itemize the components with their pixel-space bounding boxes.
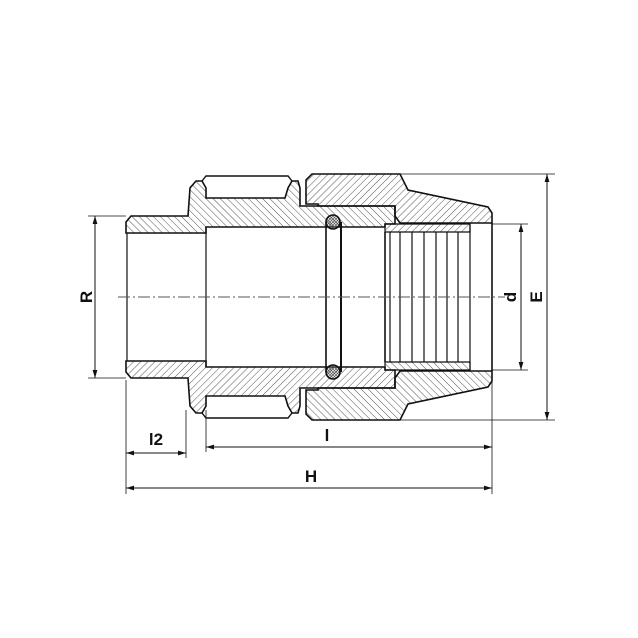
dim-label-l2: l2 <box>149 430 163 449</box>
extension-lines <box>88 173 555 494</box>
fitting-upper-half <box>125 173 493 234</box>
dim-label-H: H <box>305 467 317 486</box>
dimension-lines <box>92 174 550 491</box>
dim-label-d: d <box>501 292 520 302</box>
dim-label-R: R <box>77 291 96 303</box>
dim-label-E: E <box>527 291 546 302</box>
dim-label-l: l <box>325 426 330 445</box>
fitting-lower-half <box>125 360 493 421</box>
